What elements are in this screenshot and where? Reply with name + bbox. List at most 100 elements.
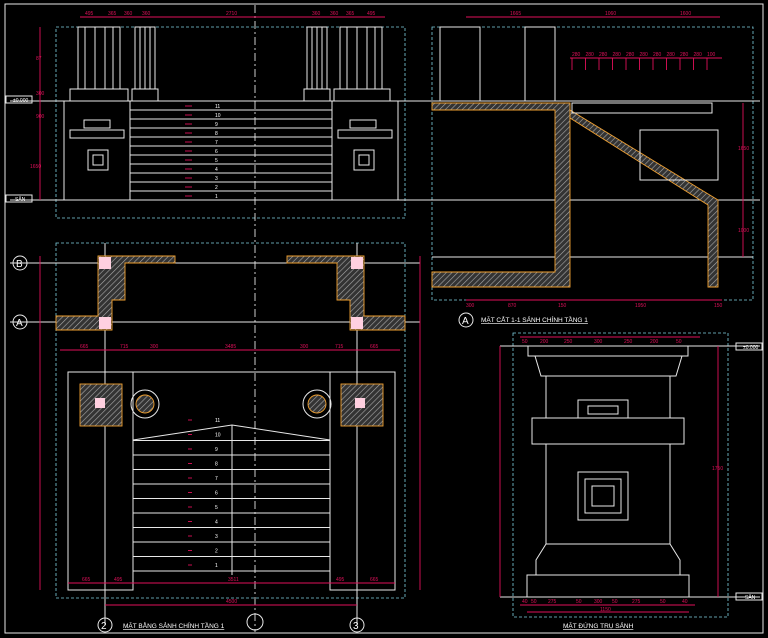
svg-text:1000: 1000 <box>738 228 749 234</box>
step-number: 10 <box>215 433 221 439</box>
dim: 50 <box>660 599 666 605</box>
viewport-frame <box>55 26 406 219</box>
pedestal-title: MẶT ĐỨNG TRỤ SẢNH <box>563 621 634 630</box>
svg-text:±0.000: ±0.000 <box>743 345 758 351</box>
viewport-frame <box>55 242 406 599</box>
dim: 1650 <box>30 164 41 170</box>
svg-text:715: 715 <box>120 344 129 350</box>
step-number: 7 <box>215 476 218 482</box>
grid-bubble-b <box>12 255 28 271</box>
step-number: 9 <box>215 447 218 453</box>
dim: 50 <box>576 599 582 605</box>
dim: 280 <box>653 52 662 58</box>
dim: 280 <box>667 52 676 58</box>
dim: 280 <box>599 52 608 58</box>
dim: 300 <box>36 91 45 97</box>
dim: 900 <box>36 114 45 120</box>
svg-text:1650: 1650 <box>738 146 749 152</box>
step-number: 8 <box>215 131 218 137</box>
dim: 200 <box>650 339 659 345</box>
elevation-top-dims: 495 365 360 360 2710 360 360 365 495 <box>80 11 385 18</box>
section-slab-wall <box>431 102 571 288</box>
dim: 50 <box>522 339 528 345</box>
step-number: 1 <box>215 194 218 200</box>
svg-text:A: A <box>462 316 469 327</box>
step-number: 2 <box>215 549 218 555</box>
dim: 40 <box>682 599 688 605</box>
dim: 495 <box>367 11 376 17</box>
svg-text:1060: 1060 <box>605 11 616 17</box>
dim: 275 <box>548 599 557 605</box>
step-number: 4 <box>215 520 218 526</box>
plan-total-dim: 4500 <box>226 599 237 605</box>
columns <box>69 26 391 102</box>
dim: 250 <box>564 339 573 345</box>
dim: 495 <box>85 11 94 17</box>
grid-bubble-3 <box>349 617 365 633</box>
svg-text:300: 300 <box>150 344 159 350</box>
dim: 50 <box>531 599 537 605</box>
dim: 275 <box>632 599 641 605</box>
grid-bubble-a <box>12 314 28 330</box>
step-number: 5 <box>215 505 218 511</box>
dim: 360 <box>124 11 133 17</box>
dim: 280 <box>680 52 689 58</box>
grid-bubble-2 <box>97 617 113 633</box>
level-label: ±0.000 <box>13 98 28 104</box>
dim: 280 <box>613 52 622 58</box>
svg-text:1150: 1150 <box>600 607 611 613</box>
dim: 280 <box>626 52 635 58</box>
dim: 360 <box>142 11 151 17</box>
plan-steps: 1 2 3 4 5 6 7 8 9 10 11 <box>132 418 331 575</box>
step-number: 8 <box>215 462 218 468</box>
front-elevation: 1 2 3 4 5 6 7 8 9 10 11 495 365 360 360 2710 360 3… <box>5 5 420 632</box>
svg-text:3511: 3511 <box>228 577 239 583</box>
svg-text:870: 870 <box>508 303 517 309</box>
svg-text:SÂN: SÂN <box>745 594 756 601</box>
svg-text:300: 300 <box>466 303 475 309</box>
svg-text:A: A <box>16 318 23 329</box>
svg-text:2: 2 <box>101 621 107 632</box>
step-number: 6 <box>215 491 218 497</box>
section-stair-slab <box>569 109 719 288</box>
step-number: 11 <box>215 418 220 424</box>
viewport-frame <box>512 332 729 618</box>
svg-text:1750: 1750 <box>712 466 723 472</box>
dim: 40 <box>522 599 528 605</box>
wall-left <box>55 255 176 331</box>
step-number: 4 <box>215 167 218 173</box>
dim: 300 <box>594 339 603 345</box>
step-number: 10 <box>215 113 221 119</box>
dim: 87 <box>36 56 42 62</box>
svg-text:665: 665 <box>370 577 379 583</box>
dim: 2710 <box>226 11 237 17</box>
svg-text:495: 495 <box>336 577 345 583</box>
level-tag-ground <box>5 194 33 203</box>
dim: 280 <box>640 52 649 58</box>
wall-right <box>286 255 406 331</box>
dim: 360 <box>312 11 321 17</box>
svg-text:665: 665 <box>370 344 379 350</box>
svg-text:495: 495 <box>114 577 123 583</box>
level-tag-zero <box>5 95 33 104</box>
svg-text:150: 150 <box>558 303 567 309</box>
svg-text:715: 715 <box>335 344 344 350</box>
dim: 280 <box>572 52 581 58</box>
section-ref-bubble <box>458 312 474 328</box>
svg-text:3: 3 <box>353 621 359 632</box>
svg-text:1950: 1950 <box>635 303 646 309</box>
level-label: SÂN <box>15 196 26 203</box>
step-number: 11 <box>215 104 220 110</box>
dim: 50 <box>612 599 618 605</box>
dim: 250 <box>624 339 633 345</box>
step-number: 3 <box>215 534 218 540</box>
svg-text:665: 665 <box>82 577 91 583</box>
step-number: 1 <box>215 563 218 569</box>
north-arrow <box>246 613 264 631</box>
svg-text:3485: 3485 <box>225 344 236 350</box>
step-number: 5 <box>215 158 218 164</box>
